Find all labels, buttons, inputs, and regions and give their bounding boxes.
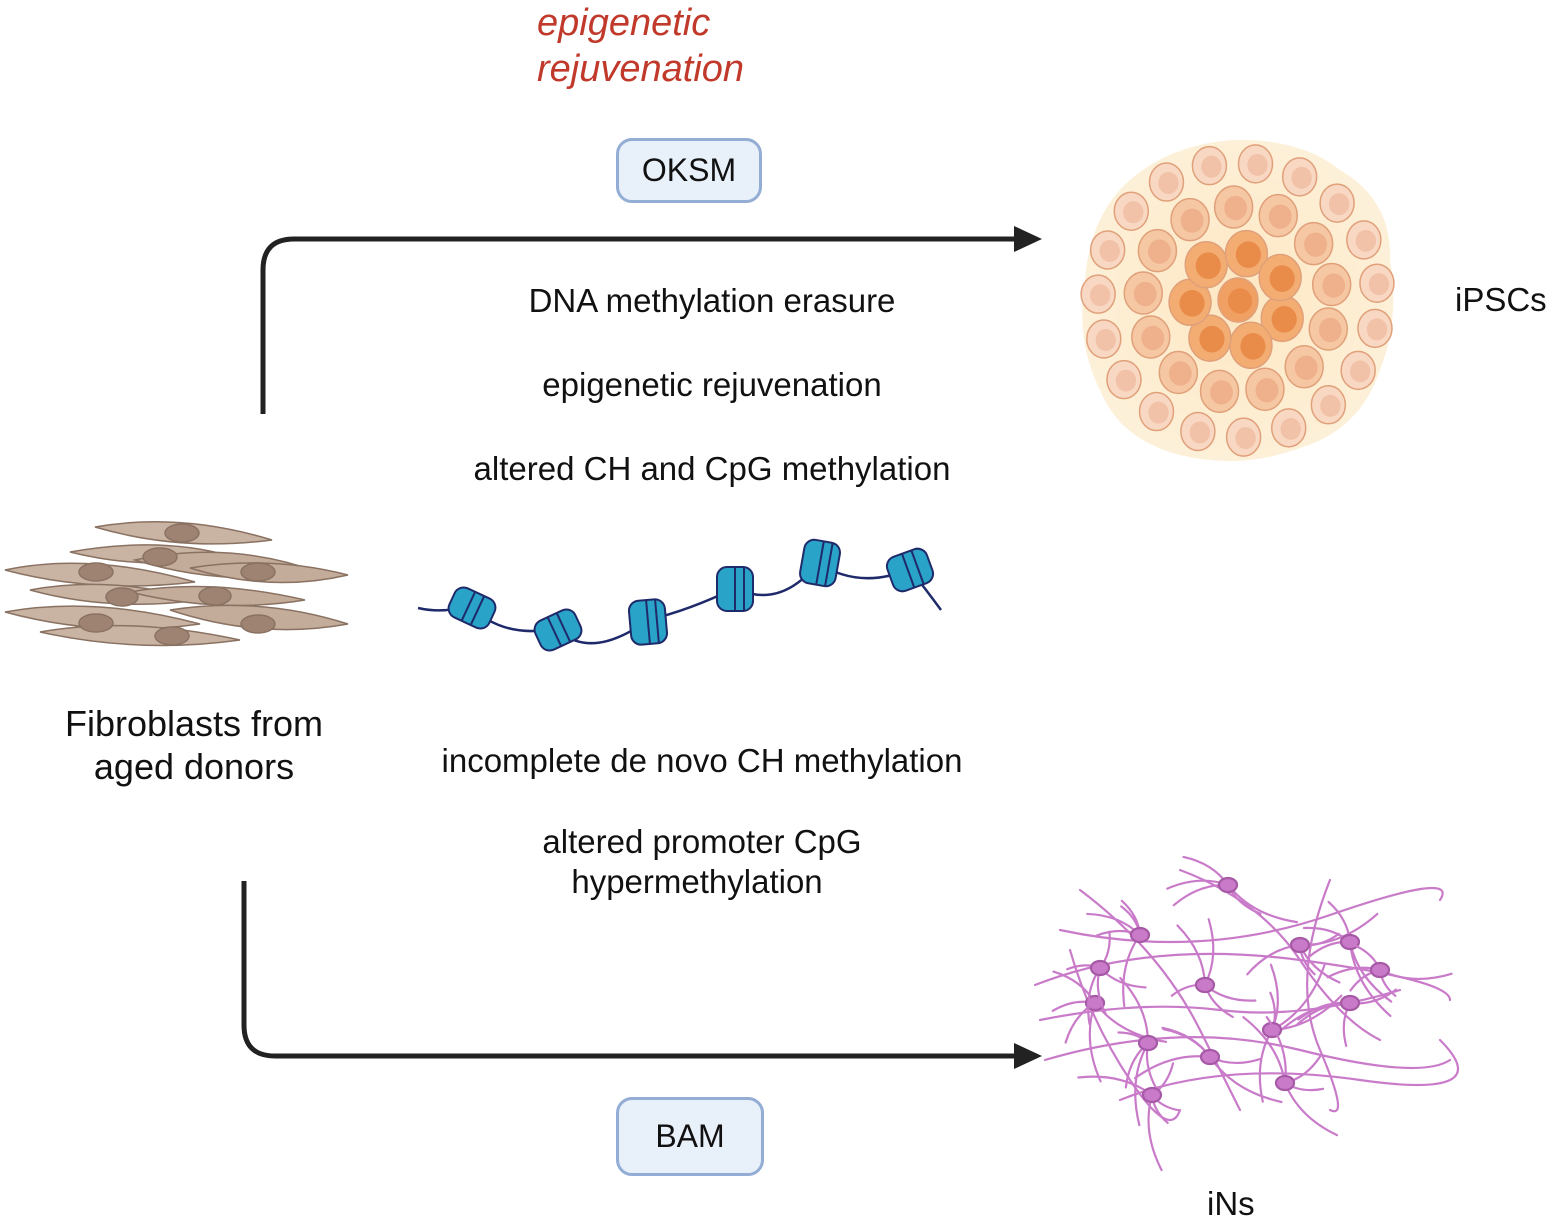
- ipsc-cell-nucleus: [1195, 252, 1221, 280]
- neuron-soma: [1089, 959, 1111, 977]
- ipsc-cell-nucleus: [1268, 204, 1292, 229]
- heading-line-1: epigenetic: [537, 2, 711, 44]
- bam-label: BAM: [655, 1118, 725, 1154]
- neuron-soma: [1129, 926, 1151, 944]
- source-line-1: Fibroblasts from: [64, 703, 324, 744]
- ipsc-cell-nucleus: [1368, 273, 1390, 296]
- neuron-fiber: [1038, 988, 1402, 1022]
- ipsc-cell-nucleus: [1201, 155, 1222, 178]
- neuron-soma: [1199, 1048, 1221, 1066]
- ipsc-cell-nucleus: [1180, 208, 1204, 233]
- neuron-soma: [1274, 1074, 1296, 1092]
- bam-factor-badge: BAM: [616, 1097, 764, 1176]
- ipsc-cell-nucleus: [1179, 289, 1205, 317]
- ipsc-cell-nucleus: [1304, 232, 1328, 257]
- ipsc-cell-nucleus: [1210, 380, 1233, 405]
- ipsc-cell-nucleus: [1366, 318, 1388, 341]
- ipsc-cell-nucleus: [1148, 401, 1169, 424]
- ipsc-cell-nucleus: [1168, 361, 1192, 386]
- neuron-soma: [1289, 936, 1311, 954]
- ipsc-cell-nucleus: [1291, 166, 1312, 189]
- neuron-dendrite: [1203, 918, 1215, 987]
- top-effect-3: altered CH and CpG methylation: [473, 450, 951, 487]
- ipsc-cell-nucleus: [1228, 288, 1252, 314]
- fibroblast-cluster-icon: [4, 521, 349, 647]
- ipsc-cell-nucleus: [1255, 378, 1279, 403]
- ipsc-cell-nucleus: [1095, 328, 1116, 352]
- neuron-soma: [1141, 1086, 1163, 1104]
- chromatin-nucleosomes-icon: [417, 538, 943, 652]
- neuron-fiber: [1118, 1038, 1460, 1102]
- ipsc-cell-nucleus: [1322, 273, 1346, 298]
- ipsc-label: iPSCs: [1455, 281, 1547, 318]
- oksm-label: OKSM: [641, 152, 737, 188]
- ipsc-cell-nucleus: [1328, 193, 1350, 216]
- ipsc-cell-nucleus: [1271, 305, 1297, 333]
- ipsc-cell-nucleus: [1123, 201, 1144, 224]
- ipsc-cell-nucleus: [1247, 153, 1268, 176]
- neuron-fiber: [1043, 1036, 1452, 1070]
- neuron-dendrite: [1378, 968, 1453, 981]
- ipsc-cell-nucleus: [1294, 355, 1318, 380]
- ipsc-colony-icon: [1080, 139, 1395, 462]
- top-effect-1: DNA methylation erasure: [528, 282, 896, 319]
- ipsc-cell-nucleus: [1235, 241, 1261, 269]
- ipsc-cell-nucleus: [1240, 332, 1266, 360]
- bottom-effect-3: hypermethylation: [571, 863, 823, 900]
- neuron-fiber: [1058, 886, 1444, 944]
- neuron-soma: [1217, 876, 1239, 894]
- ipsc-cell-nucleus: [1099, 239, 1120, 262]
- ipsc-cell-nucleus: [1355, 229, 1377, 252]
- bottom-effect-2: altered promoter CpG: [542, 823, 862, 860]
- ipsc-cell-nucleus: [1133, 281, 1157, 307]
- neuron-fiber: [1178, 868, 1382, 1042]
- ipsc-cell-nucleus: [1141, 325, 1165, 351]
- bottom-arrow: [241, 881, 1042, 1069]
- ipsc-cell-nucleus: [1148, 239, 1171, 264]
- ipsc-cell-nucleus: [1235, 427, 1256, 450]
- ipsc-cell-nucleus: [1320, 394, 1341, 417]
- ipsc-cell-nucleus: [1269, 265, 1295, 292]
- bottom-effect-1: incomplete de novo CH methylation: [441, 742, 963, 779]
- ipsc-cell-nucleus: [1318, 317, 1342, 343]
- ins-label: iNs: [1207, 1185, 1255, 1222]
- heading-line-2: rejuvenation: [537, 48, 745, 90]
- ipsc-cell-nucleus: [1199, 325, 1225, 353]
- neuron-fiber: [1306, 878, 1340, 1113]
- top-arrow: [260, 226, 1042, 414]
- neuron-dendrite: [1208, 1055, 1283, 1104]
- ipsc-cell-nucleus: [1189, 421, 1211, 444]
- ipsc-cell-nucleus: [1224, 195, 1248, 221]
- ipsc-cell-nucleus: [1280, 417, 1301, 440]
- ipsc-cell-nucleus: [1089, 284, 1111, 307]
- neuron-dendrite: [1122, 933, 1142, 1008]
- oksm-factor-badge: OKSM: [616, 138, 762, 203]
- neuron-network-icon: [1033, 855, 1460, 1172]
- neuron-fiber: [1078, 888, 1242, 1112]
- top-effect-2: epigenetic rejuvenation: [542, 366, 882, 403]
- ipsc-cell-nucleus: [1349, 360, 1371, 383]
- ipsc-cell-nucleus: [1158, 172, 1179, 195]
- neuron-soma: [1137, 1034, 1159, 1052]
- neuron-soma: [1339, 994, 1361, 1012]
- neuron-soma: [1194, 976, 1216, 994]
- source-line-2: aged donors: [93, 746, 295, 787]
- ipsc-cell-nucleus: [1115, 369, 1137, 392]
- neuron-soma: [1369, 961, 1391, 979]
- neuron-dendrite: [1088, 1001, 1102, 1083]
